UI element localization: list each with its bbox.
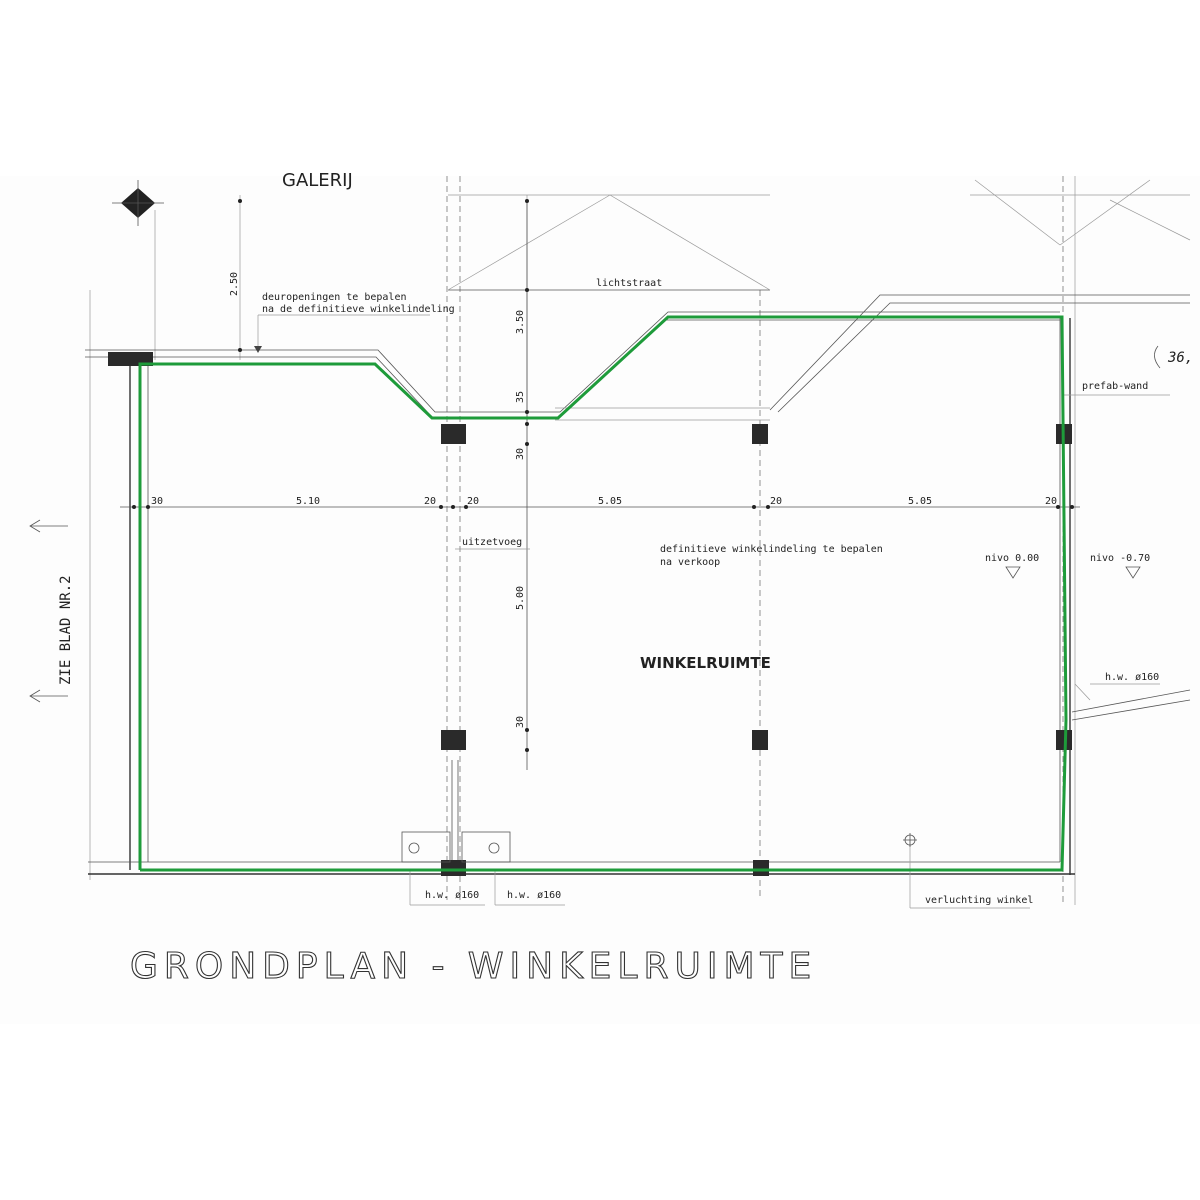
- shop-outline-highlight: [138, 315, 1068, 872]
- structural-columns: [108, 352, 1072, 876]
- level-marker-icon: [1005, 566, 1021, 579]
- level-marker-icon: [1125, 566, 1141, 579]
- lichtstraat-label: lichtstraat: [596, 278, 662, 289]
- reference-arrow-icon: [29, 519, 68, 703]
- dimension-label: 20: [770, 496, 782, 507]
- rainwater-pipe-label: h.w. ø160: [1105, 672, 1159, 683]
- side-reference-label: ZIE BLAD NR.2: [58, 575, 74, 685]
- dimension-label: 30: [151, 496, 163, 507]
- layout-note: definitieve winkelindeling te bepalen: [660, 544, 883, 555]
- ventilation-label: verluchting winkel: [925, 895, 1033, 906]
- north-arrow-icon: [112, 180, 164, 226]
- dimension-label: 20: [467, 496, 479, 507]
- dimension-label: 20: [1045, 496, 1057, 507]
- dimension-label: 30: [515, 716, 526, 728]
- dimension-label: 2.50: [229, 272, 240, 296]
- dimension-label: 20: [424, 496, 436, 507]
- pipe-boxes: [401, 760, 511, 863]
- room-name: WINKELRUIMTE: [640, 654, 771, 672]
- corner-handwritten-mark: 36,: [1167, 350, 1193, 366]
- horizontal-dimension-line: [120, 505, 1080, 509]
- dimension-label: 3.50: [515, 310, 526, 334]
- layout-note: na verkoop: [660, 557, 720, 568]
- top-cut-label: GALERIJ: [282, 170, 353, 191]
- dimension-label: 5.00: [515, 586, 526, 610]
- dimension-label: 5.05: [908, 496, 932, 507]
- dimension-label: 5.10: [296, 496, 320, 507]
- dimension-label: 35: [515, 391, 526, 403]
- level-label: nivo -0.70: [1090, 553, 1150, 564]
- dimension-label: 5.05: [598, 496, 622, 507]
- door-openings-note: deuropeningen te bepalen: [262, 292, 407, 303]
- dimension-label: 30: [515, 448, 526, 460]
- rainwater-pipe-label: h.w. ø160: [425, 890, 479, 901]
- door-openings-note: na de definitieve winkelindeling: [262, 304, 455, 315]
- expansion-joint-label: uitzetvoeg: [462, 537, 522, 548]
- vertical-dimension-line: [238, 199, 529, 770]
- level-label: nivo 0.00: [985, 553, 1039, 564]
- prefab-wall-label: prefab-wand: [1082, 381, 1148, 392]
- rainwater-pipe-label: h.w. ø160: [507, 890, 561, 901]
- drawing-title: GRONDPLAN - WINKELRUIMTE: [130, 946, 817, 987]
- ventilation-icon: [903, 833, 917, 847]
- skylight-lichtstraat: [447, 179, 1191, 291]
